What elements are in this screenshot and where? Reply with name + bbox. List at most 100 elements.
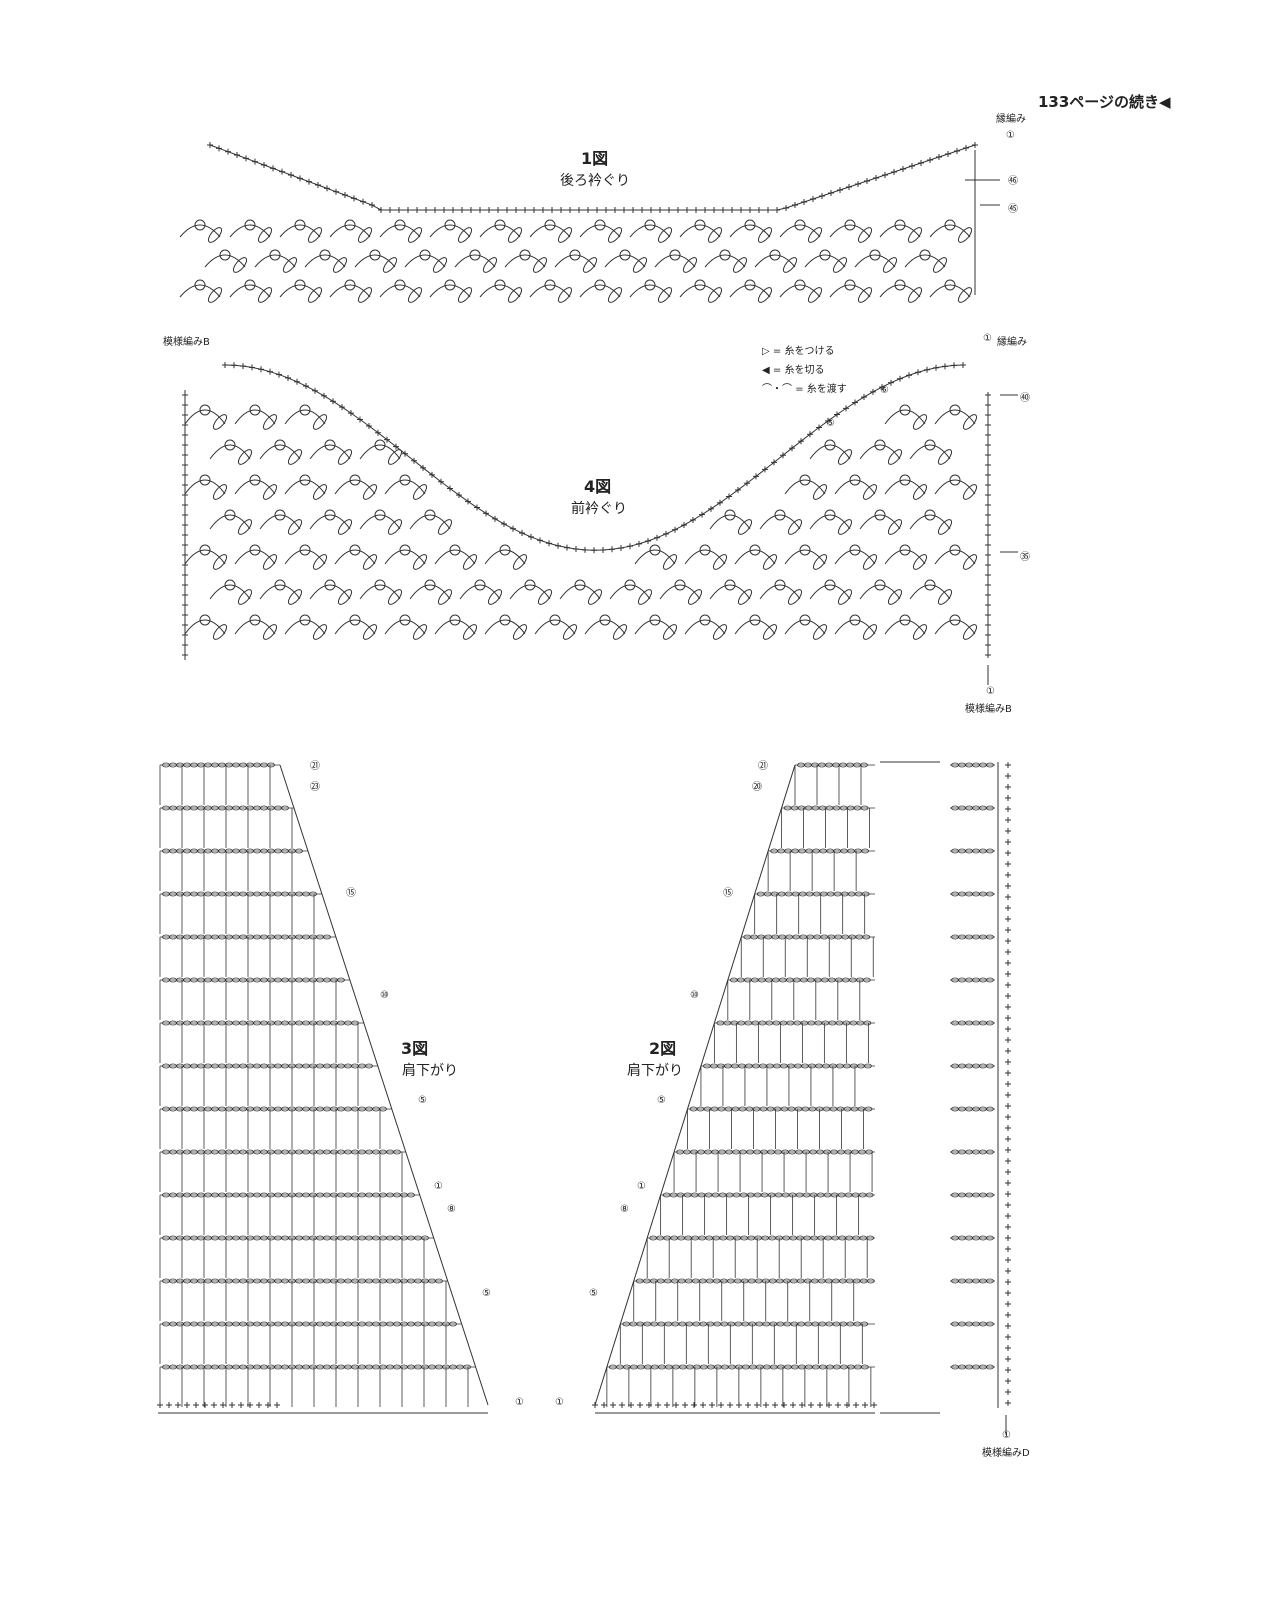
fig1-lace-arch [879,224,921,238]
fig4-row-marker: ⑤ [826,418,835,429]
fig4-lace-node [249,474,261,486]
fig1-lace-node [494,279,506,291]
fig1-lace-arch [379,224,421,238]
fig1-lace-node [844,219,856,231]
fig4-lace-petal [962,484,978,500]
fig4-lace-arch [684,619,726,635]
fig1-lace-node [394,219,406,231]
fig4-lace-arch [184,479,226,495]
fig4-lace-node [399,614,411,626]
fig4-lace-petal [387,519,403,535]
fig1-lace-node [769,249,781,261]
fig3-number: 3図 [401,1039,429,1058]
fig4-lace-arch [434,619,476,635]
fig4-lace-petal [862,624,878,640]
fig1-lace-petal [482,257,498,273]
fig2-row-marker: ① [555,1397,564,1408]
fig3-row-marker: ⑩ [380,990,389,1001]
fig1-lace-petal [682,257,698,273]
fig1-lace-arch [404,254,446,268]
fig3-chain [393,1149,401,1155]
fig4-lace-petal [562,624,578,640]
fig4-lace-arch [734,549,776,565]
fig4-lace-arch [234,409,276,425]
fig4-lace-node [899,404,911,416]
fig2-row-marker: ⑤ [657,1095,666,1106]
fig3-chain [351,1020,359,1026]
fig2-chain [861,848,870,854]
fig4-lace-petal [962,624,978,640]
fig4-lace-arch [834,549,876,565]
fig4-lace-petal [687,589,703,605]
fig4-lace-node [574,579,586,591]
fig4-lace-petal [212,624,228,640]
fig4-lace-arch [809,584,851,600]
fig2-row-marker: ① [1002,1430,1011,1441]
fig4-lace-arch [709,584,751,600]
legend-attach-text: 糸をつける [784,346,835,357]
fig1-lace-petal [757,287,773,303]
fig2-chain [865,1192,874,1198]
fig4-lace-petal [912,554,928,570]
fig1-lace-node [644,219,656,231]
fig4-name: 前衿ぐり [571,501,627,517]
fig1-lace-petal [707,227,723,243]
fig1-lace-petal [232,257,248,273]
fig1-lace-node [919,249,931,261]
fig4-lace-node [549,614,561,626]
fig1-lace-node [719,249,731,261]
fig4-lace-arch [659,584,701,600]
fig3-slope-line [279,764,489,1406]
legend-cut-text: 糸を切る [784,365,825,376]
fig1-lace-node [394,279,406,291]
fig1-lace-petal [307,287,323,303]
fig1-lace-arch [904,254,946,268]
fig4-lace-petal [212,554,228,570]
fig2-row-marker: ① [637,1181,646,1192]
fig4-lace-petal [212,484,228,500]
fig1-lace-petal [607,227,623,243]
fig4-lace-node [399,474,411,486]
fig1-lace-node [344,279,356,291]
fig1-name: 後ろ衿ぐり [560,173,630,189]
fig4-lace-petal [312,624,328,640]
fig2-chain [862,934,871,940]
fig4-lace-node [799,614,811,626]
legend-carry-text: 糸を渡す [806,384,847,395]
fig4-lace-arch [359,514,401,530]
fig3-chain [407,1192,415,1198]
fig4-lace-petal [287,519,303,535]
fig1-lace-node [294,219,306,231]
fig1-lace-petal [307,227,323,243]
fig4-lace-petal [837,589,853,605]
fig1-lace-petal [657,227,673,243]
fig4-lace-arch [784,549,826,565]
fig1-lace-node [744,279,756,291]
fig1-lace-arch [779,224,821,238]
fig1-lace-node [619,249,631,261]
fig1-lace-petal [557,287,573,303]
continued-arrow-icon: ◀ [1159,93,1171,111]
fig4-lace-node [849,544,861,556]
fig4-lace-node [399,544,411,556]
fig4-lace-arch [209,514,251,530]
fig4-lace-arch [709,514,751,530]
fig4-lace-petal [912,414,928,430]
fig4-lace-petal [912,484,928,500]
fig4-lace-node [224,439,236,451]
fig1-lace-petal [257,227,273,243]
fig4-lace-arch [459,584,501,600]
fig1-row-marker: ㊺ [1008,204,1018,215]
fig4-lace-node [274,509,286,521]
fig1-lace-petal [907,227,923,243]
fig1-lace-arch [929,284,971,298]
fig1-lace-arch [804,254,846,268]
fig4-lace-petal [412,484,428,500]
fig1-lace-petal [657,287,673,303]
fig1-lace-arch [629,224,671,238]
fig4-lace-arch [834,479,876,495]
fig4-lace-node [624,579,636,591]
fig1-lace-node [369,249,381,261]
fig1-lace-node [694,219,706,231]
fig1-lace-petal [807,227,823,243]
